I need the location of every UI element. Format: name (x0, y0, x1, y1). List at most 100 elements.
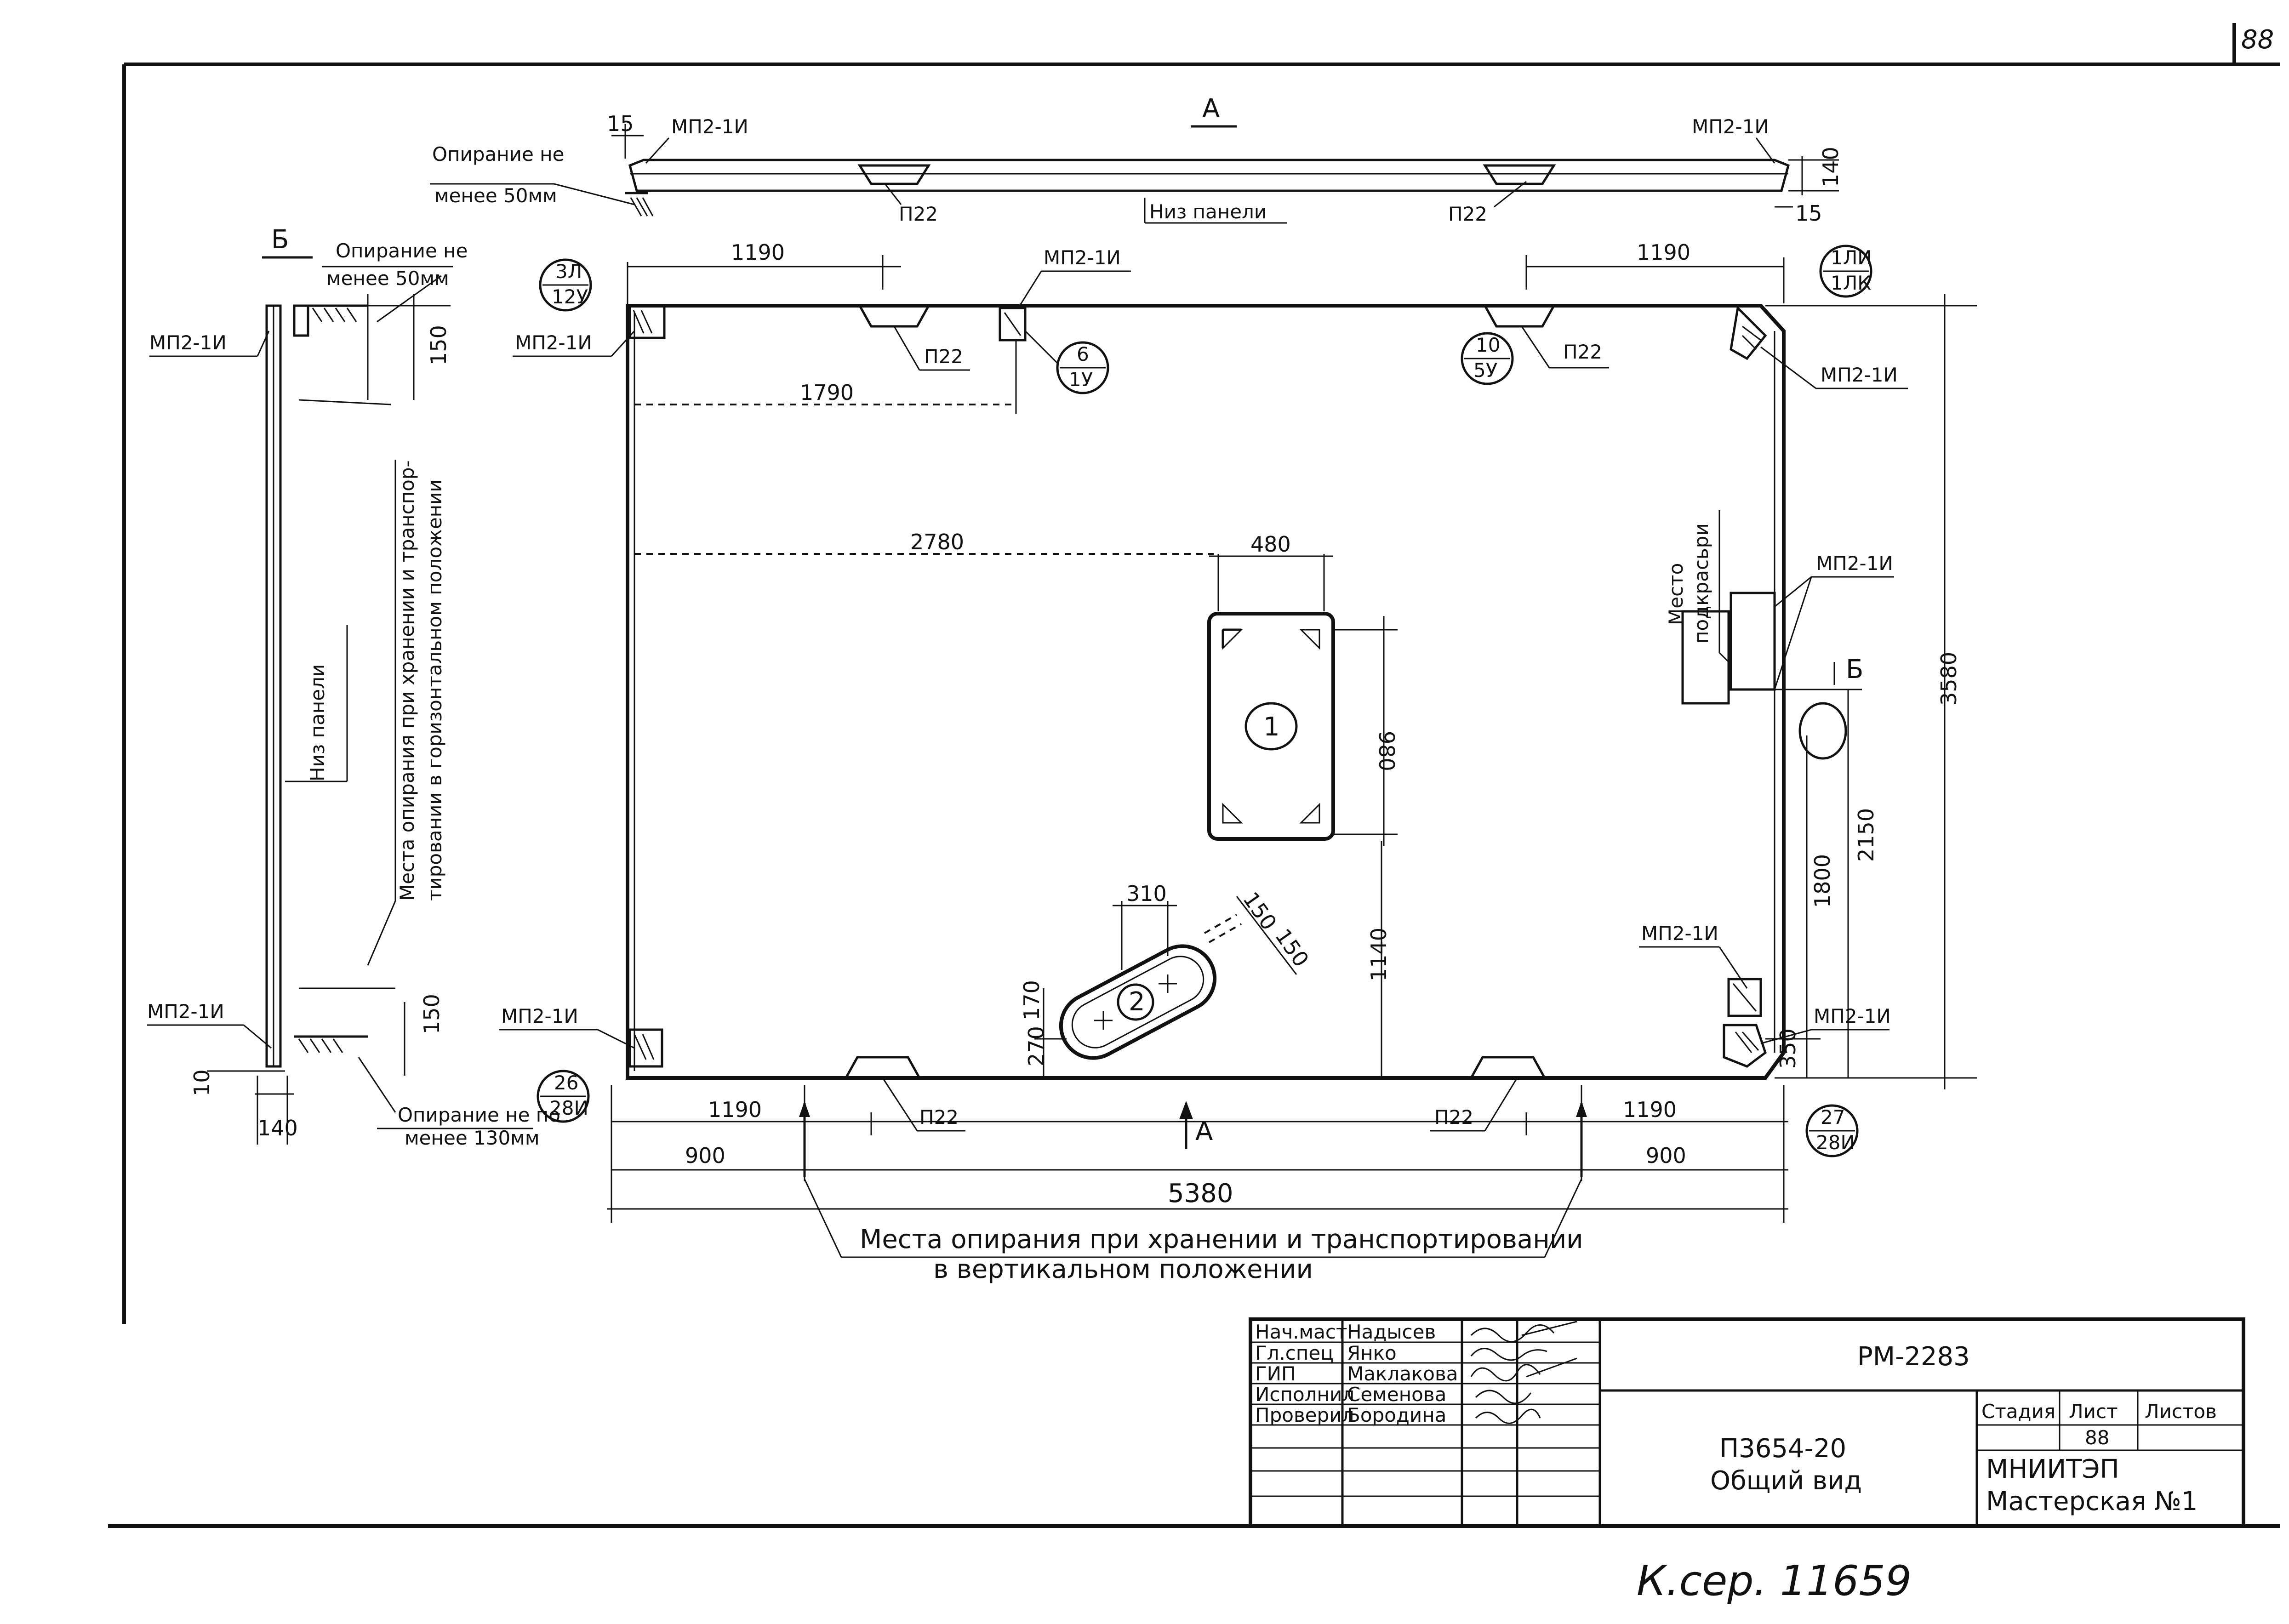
callout-top-left: 3Л 12У (539, 258, 592, 312)
side-support-top-1: Опирание не (336, 239, 468, 262)
dim-top-1190-left: 1190 (731, 240, 785, 265)
dim-170: 170 (1019, 980, 1044, 1020)
dim-10: 10 (189, 1069, 214, 1096)
sheet-corner-number: 88 (2241, 25, 2274, 55)
view-b-label: Б (271, 225, 289, 255)
dim-bottom-1190-left: 1190 (708, 1097, 762, 1122)
dim-140-side: 140 (257, 1116, 298, 1140)
dim-1790: 1790 (800, 380, 854, 405)
vertical-note-2: в вертикальном положении (933, 1254, 1313, 1284)
svg-text:1У: 1У (1069, 368, 1093, 391)
dim-15-right: 15 (1795, 201, 1822, 226)
hole-2-label: 2 (1129, 987, 1145, 1017)
tb-drawing-title: Общий вид (1710, 1466, 1862, 1496)
tb-name-5: Бородина (1347, 1404, 1446, 1426)
callout-bottom-left: 26 28И (537, 1070, 590, 1123)
top-mp-left: МП2-1И (671, 115, 748, 138)
callout-top-right: 1ЛИ 1ЛК (1819, 245, 1872, 298)
tb-sheet-number: 88 (2085, 1426, 2109, 1449)
svg-text:27: 27 (1821, 1106, 1845, 1128)
mp-right-bottom: МП2-1И (1814, 1005, 1891, 1027)
svg-text:1ЛИ: 1ЛИ (1831, 246, 1872, 269)
dim-top-1190-right: 1190 (1637, 240, 1690, 265)
dim-310: 310 (1126, 881, 1167, 906)
dim-1140: 1140 (1366, 928, 1391, 981)
p22-top-left: П22 (924, 345, 963, 368)
side-storage-note-1: Места опирания при хранении и транспор- (396, 460, 418, 901)
mounting-place-2: подкрасьри (1690, 523, 1712, 644)
callout-6: 6 1У (1024, 330, 1109, 394)
tb-role-3: ГИП (1255, 1362, 1296, 1385)
tb-col-sheet: Лист (2069, 1400, 2118, 1423)
dim-3580: 3580 (1936, 652, 1961, 706)
p22-bottom-right: П22 (1434, 1106, 1473, 1128)
mp-bottom-left: МП2-1И (501, 1005, 578, 1027)
mp-right-top: МП2-1И (1821, 364, 1898, 386)
tb-role-5: Проверил (1255, 1404, 1354, 1426)
svg-text:1ЛК: 1ЛК (1831, 272, 1871, 294)
hole-1-label: 1 (1263, 712, 1280, 742)
dim-140-top: 140 (1818, 147, 1843, 187)
top-p22-left: П22 (899, 203, 938, 225)
side-support-bottom-1: Опирание не по (398, 1104, 560, 1126)
svg-text:28И: 28И (1816, 1131, 1855, 1154)
svg-text:10: 10 (1476, 334, 1500, 356)
tb-name-1: Надысев (1347, 1321, 1436, 1343)
p22-bottom-left: П22 (919, 1106, 959, 1128)
loop-top-left (628, 304, 666, 339)
dim-150-a: 150 (1238, 887, 1282, 935)
top-mp-right: МП2-1И (1692, 115, 1769, 138)
dim-150-top: 150 (426, 325, 451, 365)
side-mp-top: МП2-1И (149, 331, 227, 354)
tb-doc-code: РМ-2283 (1857, 1342, 1970, 1372)
mp-right-low: МП2-1И (1641, 922, 1718, 945)
dim-5380: 5380 (1168, 1179, 1233, 1208)
arrow-b-label: Б (1846, 655, 1863, 684)
dim-2780: 2780 (910, 530, 964, 554)
top-support-note-1: Опирание не (432, 143, 564, 165)
dim-270: 270 (1024, 1026, 1049, 1066)
dim-2150: 2150 (1854, 808, 1878, 862)
dim-480: 480 (1250, 532, 1291, 557)
vertical-note-1: Места опирания при хранении и транспорти… (860, 1225, 1583, 1254)
side-bottom-label: Низ панели (306, 664, 329, 781)
tb-role-1: Нач.маст (1255, 1321, 1347, 1343)
dim-bottom-1190-right: 1190 (1623, 1097, 1677, 1122)
top-bottom-label: Низ панели (1149, 200, 1267, 223)
svg-text:26: 26 (554, 1071, 578, 1094)
mp-right-mid: МП2-1И (1816, 552, 1893, 575)
svg-text:5У: 5У (1473, 359, 1497, 382)
side-support-bottom-2: менее 130мм (405, 1127, 540, 1149)
side-mp-bottom: МП2-1И (147, 1000, 224, 1023)
dim-900-right: 900 (1646, 1143, 1686, 1168)
p22-top-right: П22 (1563, 341, 1602, 363)
svg-text:6: 6 (1077, 343, 1089, 365)
tb-name-2: Янко (1347, 1342, 1397, 1364)
tb-org-1: МНИИТЭП (1986, 1454, 2119, 1484)
loop-bottom-right (1723, 1024, 1767, 1068)
tb-role-4: Исполнил (1255, 1383, 1354, 1406)
callout-10: 10 5У (1461, 332, 1514, 385)
loop-bottom-left (628, 1028, 663, 1068)
main-view: 1 980 480 2 310 150 150 170 270 (499, 240, 1977, 1284)
top-view: А 15 15 140 МП2-1И МП2-1И П22 П22 (430, 94, 1843, 226)
arrow-a-label: А (1195, 1117, 1213, 1146)
dim-350: 350 (1775, 1028, 1800, 1069)
dim-980: 980 (1374, 731, 1399, 771)
tb-name-3: Маклакова (1347, 1362, 1458, 1385)
top-support-note-2: менее 50мм (434, 184, 557, 207)
svg-text:3Л: 3Л (555, 260, 582, 283)
svg-text:12У: 12У (552, 285, 588, 308)
side-storage-note-2: тировании в горизонтальном положении (423, 479, 446, 901)
dim-15-left: 15 (607, 111, 634, 136)
tb-org-2: Мастерская №1 (1986, 1487, 2198, 1516)
signatures (1470, 1321, 1577, 1424)
dim-1800: 1800 (1810, 854, 1835, 908)
title-block: Нач.маст Надысев Гл.спец Янко ГИП Маклак… (1249, 1317, 2245, 1528)
tb-drawing-code: П3654-20 (1719, 1434, 1846, 1464)
top-p22-right: П22 (1448, 203, 1487, 225)
view-a-label: А (1202, 94, 1220, 124)
svg-text:28И: 28И (549, 1097, 588, 1119)
callout-bottom-right: 27 28И (1805, 1104, 1859, 1157)
